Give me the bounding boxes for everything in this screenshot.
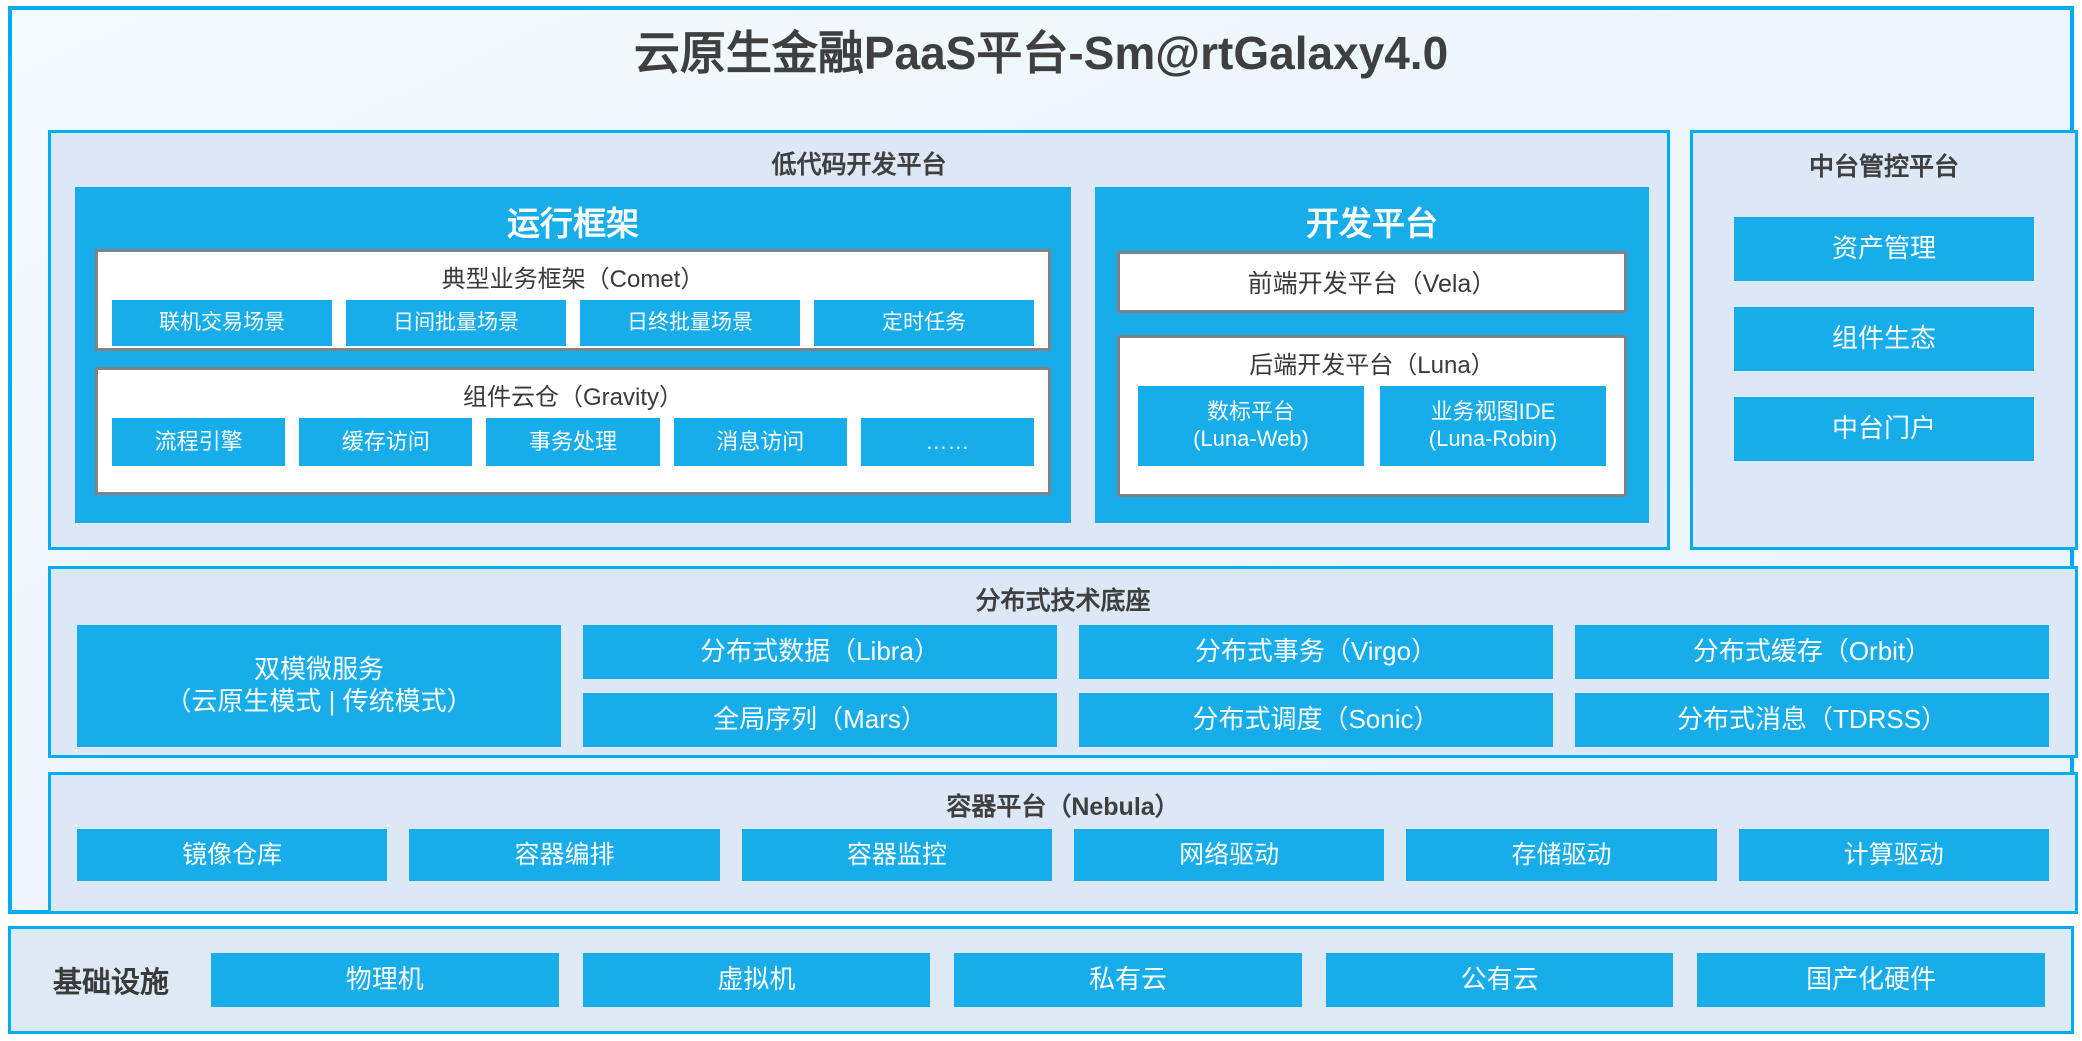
- section-distributed-base: 分布式技术底座 双模微服务 （云原生模式 | 传统模式） 分布式数据（Libra…: [48, 566, 2078, 758]
- box-gravity: 组件云仓（Gravity） 流程引擎 缓存访问 事务处理 消息访问 ……: [95, 367, 1051, 495]
- mid-item-component-ecosystem[interactable]: 组件生态: [1734, 307, 2034, 371]
- mid-item-asset-management[interactable]: 资产管理: [1734, 217, 2034, 281]
- distributed-item-tdrss[interactable]: 分布式消息（TDRSS）: [1575, 693, 2049, 747]
- comet-item-online-transaction[interactable]: 联机交易场景: [112, 300, 332, 346]
- microservice-line1: 双模微服务: [253, 654, 384, 685]
- gravity-item-message-access[interactable]: 消息访问: [673, 418, 847, 466]
- container-item-image-registry[interactable]: 镜像仓库: [77, 829, 388, 881]
- container-chip-row: 镜像仓库 容器编排 容器监控 网络驱动 存储驱动 计算驱动: [51, 829, 2075, 881]
- lowcode-title: 低代码开发平台: [771, 151, 947, 179]
- luna-title: 后端开发平台（Luna）: [1249, 352, 1495, 379]
- distributed-col-3: 分布式缓存（Orbit） 分布式消息（TDRSS）: [1575, 625, 2049, 747]
- development-platform-title: 开发平台: [1306, 205, 1438, 242]
- container-item-monitoring[interactable]: 容器监控: [741, 829, 1052, 881]
- main-panel: 云原生金融PaaS平台-Sm@rtGalaxy4.0 低代码开发平台 运行框架 …: [8, 6, 2078, 914]
- comet-item-eod-batch[interactable]: 日终批量场景: [580, 300, 800, 346]
- luna-robin-code: (Luna-Robin): [1428, 426, 1558, 451]
- box-frontend-platform-vela[interactable]: 前端开发平台（Vela）: [1117, 251, 1627, 313]
- infrastructure-item-virtual-machine[interactable]: 虚拟机: [582, 953, 931, 1007]
- infrastructure-item-private-cloud[interactable]: 私有云: [954, 953, 1302, 1007]
- container-item-network-driver[interactable]: 网络驱动: [1073, 829, 1385, 881]
- mid-platform-title: 中台管控平台: [1808, 153, 1959, 181]
- distributed-grid: 双模微服务 （云原生模式 | 传统模式） 分布式数据（Libra） 全局序列（M…: [51, 625, 2075, 747]
- gravity-item-transaction-processing[interactable]: 事务处理: [486, 418, 660, 466]
- distributed-col-microservice: 双模微服务 （云原生模式 | 传统模式）: [77, 625, 561, 747]
- distributed-item-dual-mode-microservice[interactable]: 双模微服务 （云原生模式 | 传统模式）: [77, 625, 561, 747]
- box-comet: 典型业务框架（Comet） 联机交易场景 日间批量场景 日终批量场景 定时任务: [95, 249, 1051, 351]
- luna-item-luna-web[interactable]: 数标平台 (Luna-Web): [1138, 386, 1364, 466]
- comet-chip-row: 联机交易场景 日间批量场景 日终批量场景 定时任务: [98, 300, 1048, 346]
- luna-web-code: (Luna-Web): [1193, 426, 1309, 451]
- runtime-framework-title: 运行框架: [507, 205, 639, 242]
- gravity-item-more[interactable]: ……: [860, 418, 1035, 466]
- distributed-item-orbit[interactable]: 分布式缓存（Orbit）: [1575, 625, 2049, 679]
- distributed-item-mars[interactable]: 全局序列（Mars）: [583, 693, 1057, 747]
- distributed-item-libra[interactable]: 分布式数据（Libra）: [583, 625, 1057, 679]
- comet-item-scheduled-task[interactable]: 定时任务: [814, 300, 1034, 346]
- gravity-chip-row: 流程引擎 缓存访问 事务处理 消息访问 ……: [98, 418, 1048, 466]
- comet-item-intraday-batch[interactable]: 日间批量场景: [346, 300, 566, 346]
- luna-web-name: 数标平台: [1206, 399, 1295, 425]
- gravity-item-process-engine[interactable]: 流程引擎: [112, 418, 286, 466]
- page-title: 云原生金融PaaS平台-Sm@rtGalaxy4.0: [633, 27, 1449, 79]
- gravity-title: 组件云仓（Gravity）: [462, 384, 683, 411]
- mid-item-portal[interactable]: 中台门户: [1734, 397, 2034, 461]
- distributed-base-title: 分布式技术底座: [975, 587, 1151, 615]
- gravity-item-cache-access[interactable]: 缓存访问: [299, 418, 473, 466]
- panel-runtime-framework: 运行框架 典型业务框架（Comet） 联机交易场景 日间批量场景 日终批量场景 …: [75, 187, 1071, 523]
- infrastructure-item-public-cloud[interactable]: 公有云: [1325, 953, 1674, 1007]
- section-container-platform: 容器平台（Nebula） 镜像仓库 容器编排 容器监控 网络驱动 存储驱动 计算…: [48, 772, 2078, 914]
- container-item-compute-driver[interactable]: 计算驱动: [1738, 829, 2049, 881]
- luna-robin-name: 业务视图IDE: [1430, 399, 1556, 425]
- panel-development-platform: 开发平台 前端开发平台（Vela） 后端开发平台（Luna） 数标平台 (Lun…: [1095, 187, 1649, 523]
- distributed-item-virgo[interactable]: 分布式事务（Virgo）: [1079, 625, 1553, 679]
- distributed-item-sonic[interactable]: 分布式调度（Sonic）: [1079, 693, 1553, 747]
- infrastructure-label: 基础设施: [52, 967, 169, 999]
- infrastructure-item-domestic-hardware[interactable]: 国产化硬件: [1697, 953, 2045, 1007]
- comet-title: 典型业务框架（Comet）: [441, 266, 705, 293]
- section-mid-platform: 中台管控平台 资产管理 组件生态 中台门户: [1690, 130, 2078, 550]
- distributed-col-1: 分布式数据（Libra） 全局序列（Mars）: [583, 625, 1057, 747]
- microservice-line2: （云原生模式 | 传统模式）: [165, 686, 473, 716]
- container-item-orchestration[interactable]: 容器编排: [409, 829, 720, 881]
- distributed-col-2: 分布式事务（Virgo） 分布式调度（Sonic）: [1079, 625, 1553, 747]
- section-lowcode-platform: 低代码开发平台 运行框架 典型业务框架（Comet） 联机交易场景 日间批量场景…: [48, 130, 1670, 550]
- container-item-storage-driver[interactable]: 存储驱动: [1406, 829, 1717, 881]
- section-infrastructure: 基础设施 物理机 虚拟机 私有云 公有云 国产化硬件: [8, 926, 2074, 1034]
- container-platform-title: 容器平台（Nebula）: [946, 793, 1180, 821]
- infrastructure-chip-row: 物理机 虚拟机 私有云 公有云 国产化硬件: [211, 953, 2071, 1007]
- luna-item-luna-robin[interactable]: 业务视图IDE (Luna-Robin): [1380, 386, 1606, 466]
- box-backend-platform-luna: 后端开发平台（Luna） 数标平台 (Luna-Web) 业务视图IDE (Lu…: [1117, 335, 1627, 497]
- infrastructure-item-physical-machine[interactable]: 物理机: [211, 953, 559, 1007]
- luna-chip-row: 数标平台 (Luna-Web) 业务视图IDE (Luna-Robin): [1120, 386, 1624, 466]
